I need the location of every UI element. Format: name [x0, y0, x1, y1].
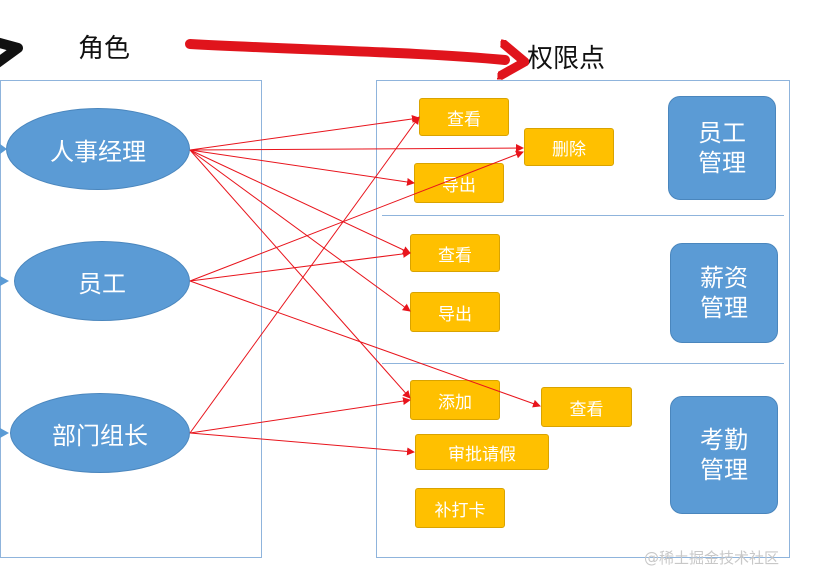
connector [189, 115, 420, 151]
module-employee-mgmt: 员工 管理 [668, 96, 776, 200]
header-red-arrow [185, 39, 505, 60]
permissions-heading: 权限点 [527, 44, 606, 74]
perm-employee-view: 查看 [419, 98, 509, 136]
role-dept-leader: 部门组长 [10, 393, 190, 473]
connector [189, 397, 411, 434]
roles-heading: 角色 [78, 34, 131, 64]
module-attendance-mgmt: 考勤 管理 [670, 396, 778, 514]
connector [189, 149, 411, 254]
perm-salary-export: 导出 [410, 292, 500, 332]
perm-employee-export: 导出 [414, 163, 504, 203]
connector [189, 432, 415, 456]
connector [189, 144, 524, 153]
entry-arrow-icon [0, 276, 9, 286]
header-black-arrow [0, 37, 23, 68]
role-hr-manager: 人事经理 [6, 108, 190, 190]
connector [189, 149, 411, 312]
panel-divider [382, 215, 784, 216]
connector [189, 116, 420, 434]
connector [189, 280, 541, 408]
connector [189, 149, 415, 186]
entry-arrow-icon [0, 428, 9, 438]
panel-divider [382, 363, 784, 364]
perm-employee-delete: 删除 [524, 128, 614, 166]
perm-attendance-approve-leave: 审批请假 [415, 434, 549, 470]
module-salary-mgmt: 薪资 管理 [670, 243, 778, 343]
perm-attendance-view: 查看 [541, 387, 632, 427]
connector [189, 150, 524, 282]
entry-arrow-icon [0, 144, 7, 154]
connector [189, 249, 411, 282]
perm-attendance-clock-fix: 补打卡 [415, 488, 505, 528]
watermark: @稀土掘金技术社区 [644, 549, 780, 567]
connector [189, 149, 411, 399]
role-employee: 员工 [14, 241, 190, 321]
perm-salary-view: 查看 [410, 234, 500, 272]
